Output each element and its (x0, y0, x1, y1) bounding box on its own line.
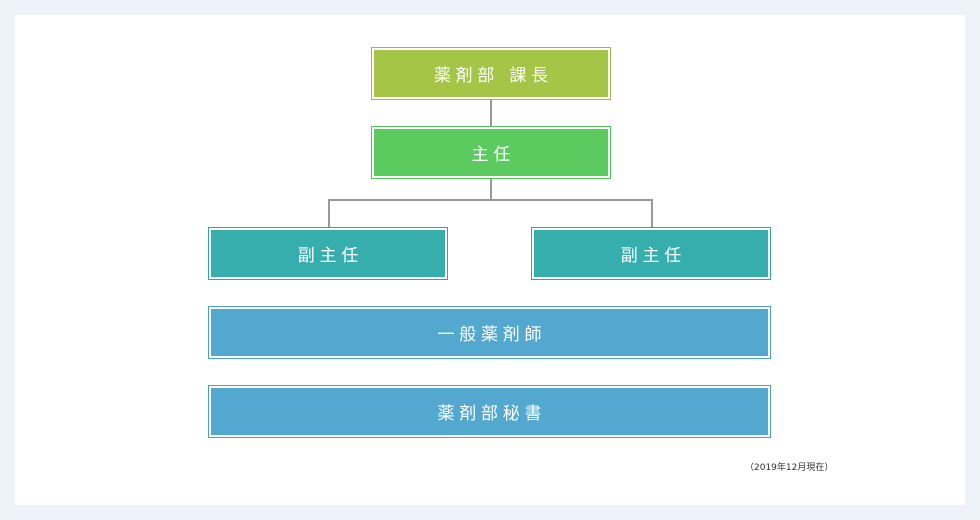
general-pharmacists-box: 一般薬剤師 (208, 306, 771, 359)
deputy-chief-label: 副主任 (620, 246, 687, 266)
secretary-box: 薬剤部秘書 (208, 385, 771, 438)
deputy-chief-label: 副主任 (297, 246, 364, 266)
connector-left-deputy (328, 199, 330, 228)
as-of-date-note: （2019年12月現在） (745, 463, 834, 473)
connector-director-chief (490, 99, 492, 127)
deputy-chief-box-left: 副主任 (208, 227, 448, 280)
connector-horizontal (328, 199, 653, 201)
connector-right-deputy (651, 199, 653, 228)
connector-chief-branch (490, 178, 492, 200)
director-box: 薬剤部 課長 (371, 47, 611, 100)
secretary-label: 薬剤部秘書 (437, 404, 547, 424)
deputy-chief-box-right: 副主任 (531, 227, 771, 280)
chief-box: 主任 (371, 126, 611, 179)
chief-label: 主任 (471, 145, 516, 165)
director-label: 薬剤部 課長 (433, 66, 553, 86)
general-pharmacists-label: 一般薬剤師 (437, 325, 547, 345)
